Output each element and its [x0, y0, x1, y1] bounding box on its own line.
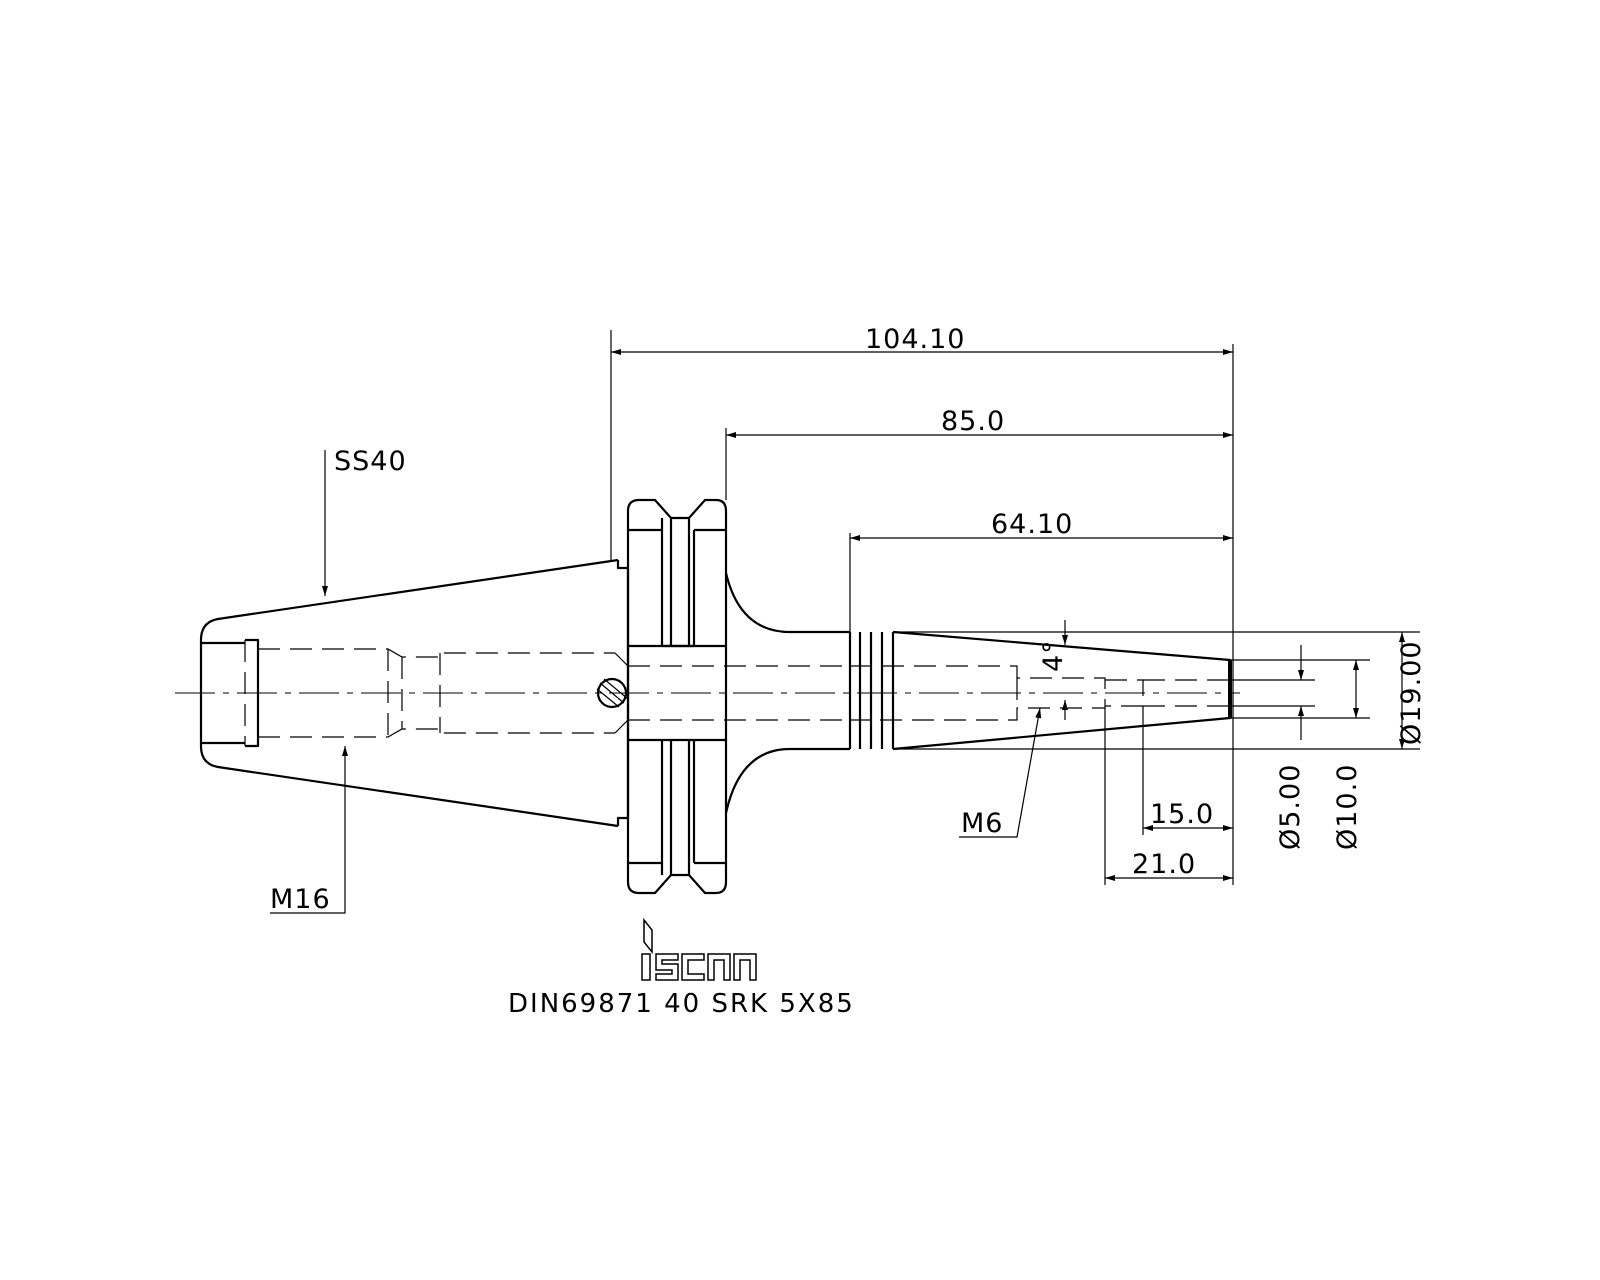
- dim-overall-length: 104.10: [865, 324, 965, 355]
- label-thread-rear: M16: [270, 884, 331, 915]
- dim-diameter-10: Ø10.0: [1332, 764, 1363, 850]
- dim-diameter-5: Ø5.00: [1275, 764, 1306, 850]
- dim-front-21: 21.0: [1132, 849, 1196, 880]
- iscar-logo: [641, 917, 757, 981]
- flange: [626, 498, 850, 895]
- dim-diameter-19: Ø19.00: [1396, 640, 1427, 745]
- label-angle: 4°: [1038, 639, 1069, 672]
- dim-gauge-length: 85.0: [941, 406, 1005, 437]
- product-designation: DIN69871 40 SRK 5X85: [508, 989, 855, 1019]
- dim-shank-length: 64.10: [991, 509, 1073, 540]
- dimension-lines: [270, 330, 1420, 914]
- taper-body: [199, 558, 630, 828]
- label-thread-front: M6: [961, 808, 1003, 839]
- shank: [724, 572, 1232, 814]
- dim-front-15: 15.0: [1150, 799, 1214, 830]
- label-taper: SS40: [334, 446, 407, 477]
